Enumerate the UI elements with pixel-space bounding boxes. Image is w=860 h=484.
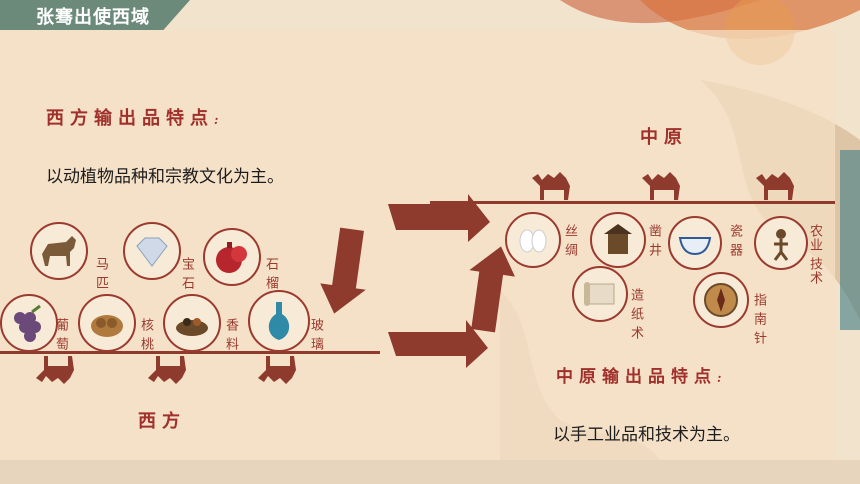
west-region-label: 西方 xyxy=(138,411,186,432)
camel-icon xyxy=(258,356,296,384)
central-item-label: 造 纸 术 xyxy=(628,288,643,341)
central-item-label: 丝 绸 xyxy=(562,224,577,258)
west-item-label: 核 桃 xyxy=(138,318,153,352)
camel-icon xyxy=(36,356,74,384)
pomegranate-icon xyxy=(203,228,261,286)
west-item-label: 香 料 xyxy=(223,318,238,352)
central-heading-text: 中原输出品特点 xyxy=(556,367,717,387)
west-item-label: 马 匹 xyxy=(93,257,108,291)
west-item-label: 葡 萄 xyxy=(53,318,68,352)
well-icon xyxy=(590,212,646,268)
central-item-label: 农业 技术 xyxy=(807,224,822,286)
central-route-line xyxy=(430,201,835,204)
west-heading-text: 西方输出品特点 xyxy=(46,108,214,129)
silk-cocoon-icon xyxy=(505,212,561,268)
spice-icon xyxy=(163,294,221,352)
west-route-line xyxy=(0,351,380,354)
title-bar xyxy=(0,0,190,30)
camel-icon xyxy=(532,172,570,200)
west-description: 以动植物品种和宗教文化为主。 xyxy=(46,167,284,187)
compass-icon xyxy=(693,272,749,328)
arrow-left-icon xyxy=(320,227,366,314)
gem-icon xyxy=(123,222,181,280)
central-item-label: 瓷 器 xyxy=(727,224,742,258)
glass-vase-icon xyxy=(248,290,310,352)
farming-icon xyxy=(754,216,808,270)
west-heading: 西方输出品特点: xyxy=(46,104,224,130)
porcelain-bowl-icon xyxy=(668,216,722,270)
camel-icon xyxy=(756,172,794,200)
arrow-bottom-icon xyxy=(388,320,488,368)
central-heading-mark: : xyxy=(717,371,728,385)
camel-icon xyxy=(148,356,186,384)
arrow-top-icon xyxy=(388,194,490,242)
west-item-label: 石 榴 xyxy=(263,257,278,291)
exchange-cycle-arrows xyxy=(320,194,515,368)
west-heading-mark: : xyxy=(214,113,225,127)
walnut-icon xyxy=(78,294,136,352)
west-item-label: 宝 石 xyxy=(179,257,194,291)
grapes-icon xyxy=(0,294,58,352)
paper-scroll-icon xyxy=(572,266,628,322)
west-item-label: 玻 璃 xyxy=(308,318,323,352)
page-title: 张骞出使西域 xyxy=(36,7,150,28)
central-item-label: 凿 井 xyxy=(646,224,661,258)
central-region-label: 中原 xyxy=(640,127,688,148)
camel-icon xyxy=(642,172,680,200)
horse-icon xyxy=(30,222,88,280)
central-description: 以手工业品和技术为主。 xyxy=(553,425,740,445)
arrow-right-icon xyxy=(469,246,515,333)
central-heading: 中原输出品特点: xyxy=(556,362,727,387)
central-item-label: 指 南 针 xyxy=(751,293,766,346)
